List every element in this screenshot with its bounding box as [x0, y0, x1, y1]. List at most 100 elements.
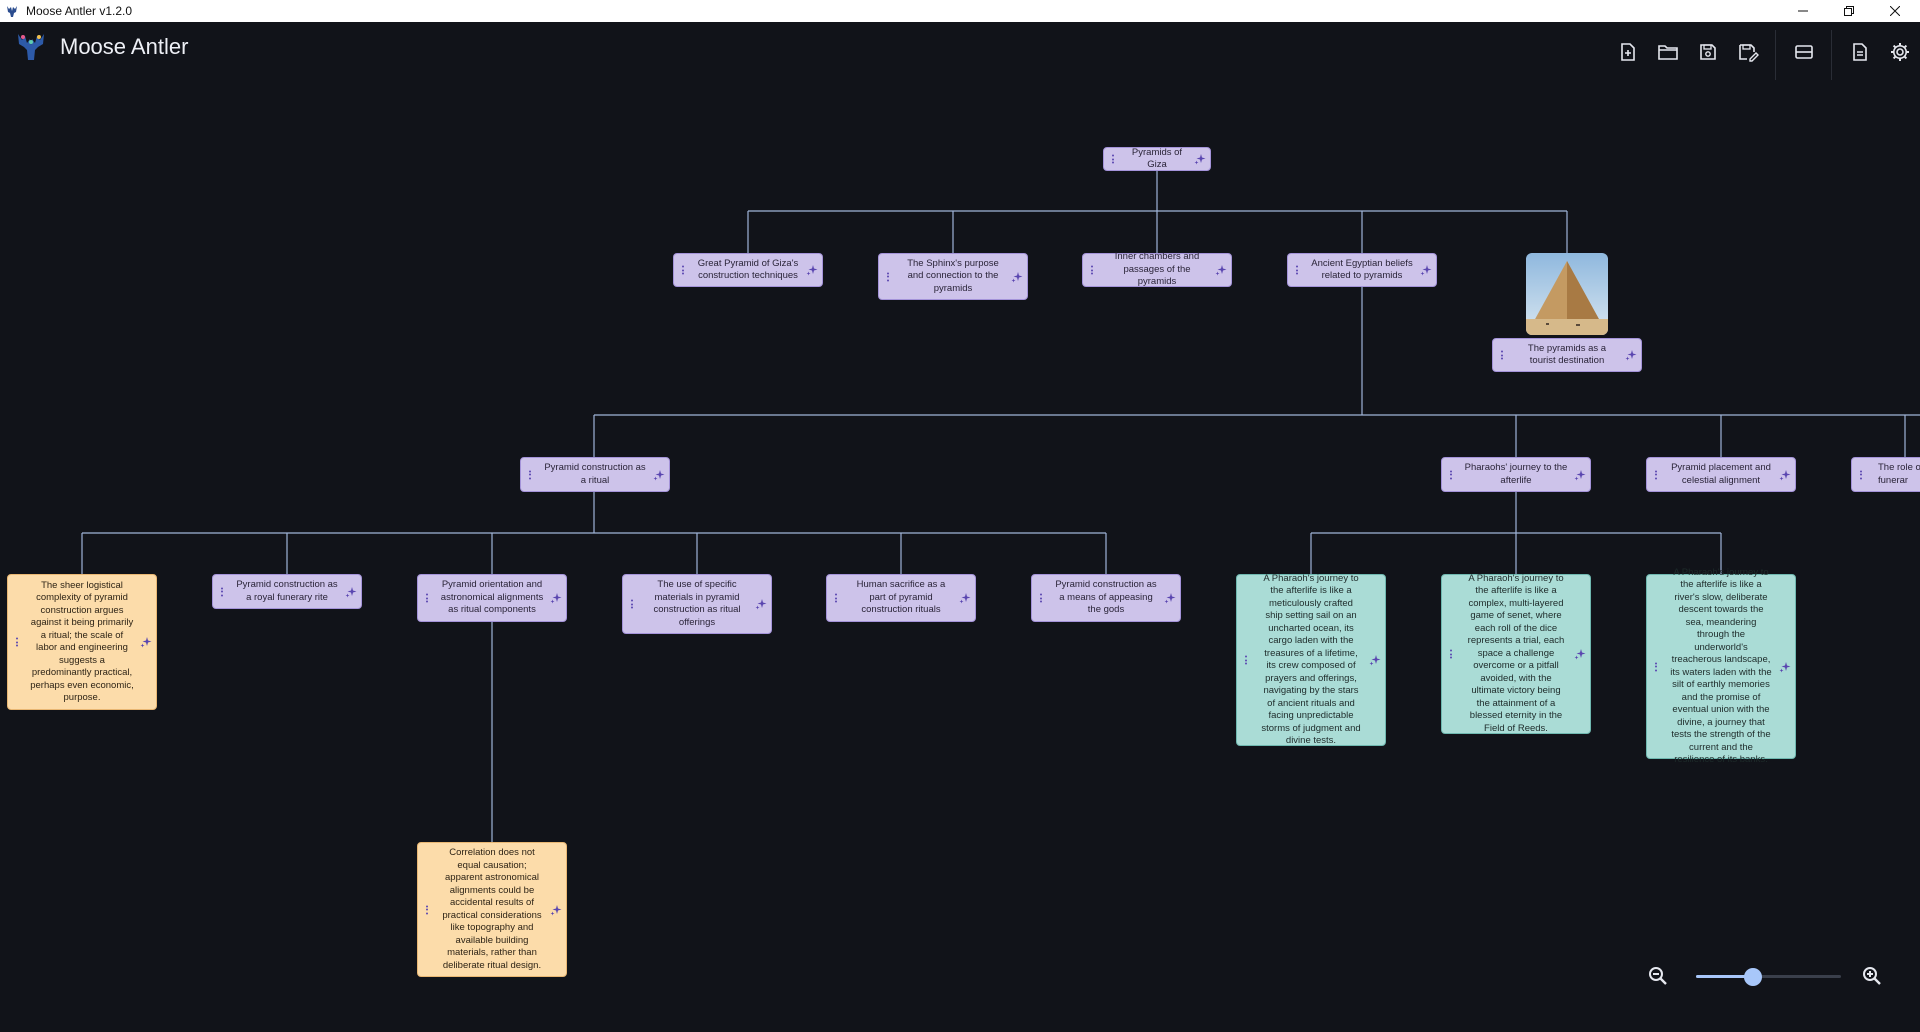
node-label: Human sacrifice as a part of pyramid con…: [856, 579, 946, 616]
drag-handle-icon[interactable]: [15, 637, 18, 647]
drag-handle-icon[interactable]: [1859, 470, 1862, 479]
ai-sparkle-icon[interactable]: [755, 598, 767, 610]
mindmap-node[interactable]: A Pharaoh's journey to the afterlife is …: [1236, 572, 1386, 747]
ai-sparkle-icon[interactable]: [1779, 661, 1791, 673]
mindmap-node[interactable]: Pyramid construction as a royal funerary…: [212, 574, 362, 609]
zoom-slider[interactable]: [1696, 968, 1841, 986]
ai-sparkle-icon[interactable]: [653, 469, 665, 481]
ai-sparkle-icon[interactable]: [550, 592, 562, 604]
ai-sparkle-icon[interactable]: [550, 904, 562, 916]
node-label: Correlation does not equal causation; ap…: [442, 847, 542, 971]
ai-sparkle-icon[interactable]: [1574, 648, 1586, 660]
folder-icon: [1658, 45, 1678, 60]
mindmap-node[interactable]: The role o funerar: [1851, 457, 1920, 492]
mindmap-node[interactable]: Inner chambers and passages of the pyram…: [1082, 251, 1232, 288]
ai-sparkle-icon[interactable]: [140, 636, 152, 648]
mindmap-node[interactable]: Pharaohs' journey to the afterlife: [1441, 457, 1591, 492]
drag-handle-icon[interactable]: [1654, 662, 1657, 671]
layout-toggle-button[interactable]: [1791, 39, 1817, 65]
zoom-slider-fill: [1696, 975, 1753, 978]
drag-handle-icon[interactable]: [1295, 265, 1298, 275]
drag-handle-icon[interactable]: [1039, 593, 1042, 603]
drag-handle-icon[interactable]: [1500, 350, 1503, 360]
node-label: Inner chambers and passages of the pyram…: [1114, 251, 1200, 288]
mindmap-node[interactable]: Pyramid orientation and astronomical ali…: [417, 574, 567, 622]
drag-handle-icon[interactable]: [681, 265, 684, 275]
drag-handle-icon[interactable]: [1111, 154, 1114, 164]
mindmap-node[interactable]: The use of specific materials in pyramid…: [622, 574, 772, 634]
drag-handle-icon[interactable]: [630, 599, 633, 609]
drag-handle-icon[interactable]: [220, 587, 223, 596]
ai-sparkle-icon[interactable]: [806, 264, 818, 276]
window-title-bar: Moose Antler v1.2.0: [0, 0, 1920, 22]
mindmap-node[interactable]: A Pharaoh's journey to the afterlife is …: [1441, 572, 1591, 734]
close-button[interactable]: [1872, 0, 1918, 22]
node-label: A Pharaoh's journey to the afterlife is …: [1670, 566, 1772, 766]
save-icon: [1700, 44, 1716, 60]
toolbar-divider: [1775, 30, 1776, 80]
node-label: Pharaohs' journey to the afterlife: [1464, 462, 1568, 486]
ai-sparkle-icon[interactable]: [1194, 153, 1206, 165]
mindmap-node[interactable]: Correlation does not equal causation; ap…: [417, 842, 567, 977]
mindmap-node[interactable]: Pyramid placement and celestial alignmen…: [1646, 457, 1796, 492]
node-label: Pyramid construction as a ritual: [544, 462, 646, 486]
mindmap-node[interactable]: A Pharaoh's journey to the afterlife is …: [1646, 567, 1796, 765]
mindmap-node[interactable]: Pyramid construction as a ritual: [520, 457, 670, 492]
drag-handle-icon[interactable]: [1654, 470, 1657, 479]
node-label: A Pharaoh's journey to the afterlife is …: [1467, 572, 1565, 734]
drag-handle-icon[interactable]: [425, 593, 428, 603]
save-button[interactable]: [1695, 39, 1721, 65]
drag-handle-icon[interactable]: [1090, 265, 1093, 275]
mindmap-canvas[interactable]: Pyramids of Giza Great Pyramid of Giza's…: [0, 82, 1920, 1032]
restore-icon: [1844, 6, 1854, 16]
ai-sparkle-icon[interactable]: [959, 592, 971, 604]
node-label: The use of specific materials in pyramid…: [653, 579, 741, 628]
mindmap-node[interactable]: Great Pyramid of Giza's construction tec…: [673, 253, 823, 287]
new-file-button[interactable]: [1615, 39, 1641, 65]
save-as-button[interactable]: [1735, 39, 1761, 65]
node-label: Pyramid construction as a royal funerary…: [236, 579, 338, 603]
ai-sparkle-icon[interactable]: [345, 586, 357, 598]
ai-sparkle-icon[interactable]: [1011, 271, 1023, 283]
document-button[interactable]: [1847, 39, 1873, 65]
mindmap-node[interactable]: Pyramid construction as a means of appea…: [1031, 574, 1181, 622]
ai-sparkle-icon[interactable]: [1779, 469, 1791, 481]
ai-sparkle-icon[interactable]: [1164, 592, 1176, 604]
ai-sparkle-icon[interactable]: [1420, 264, 1432, 276]
moose-antler-logo-icon: [18, 34, 44, 60]
document-icon: [1853, 43, 1867, 61]
node-label: A Pharaoh's journey to the afterlife is …: [1261, 572, 1361, 747]
node-label: Pyramid construction as a means of appea…: [1055, 579, 1157, 616]
app-name: Moose Antler: [60, 34, 189, 59]
mindmap-node[interactable]: Human sacrifice as a part of pyramid con…: [826, 574, 976, 622]
drag-handle-icon[interactable]: [1449, 470, 1452, 479]
mindmap-node[interactable]: The Sphinx's purpose and connection to t…: [878, 253, 1028, 300]
minimize-button[interactable]: [1780, 0, 1826, 22]
settings-button[interactable]: [1887, 39, 1913, 65]
zoom-in-icon[interactable]: [1860, 964, 1884, 988]
drag-handle-icon[interactable]: [1449, 649, 1452, 659]
mindmap-node[interactable]: The pyramids as a tourist destination: [1492, 338, 1642, 372]
ai-sparkle-icon[interactable]: [1574, 469, 1586, 481]
drag-handle-icon[interactable]: [886, 272, 889, 281]
ai-sparkle-icon[interactable]: [1215, 264, 1227, 276]
zoom-out-icon[interactable]: [1646, 964, 1670, 988]
mindmap-node[interactable]: The sheer logistical complexity of pyram…: [7, 574, 157, 710]
moose-antler-logo-icon: [7, 6, 17, 17]
drag-handle-icon[interactable]: [834, 593, 837, 603]
root-node[interactable]: Pyramids of Giza: [1103, 147, 1211, 171]
pyramid-photo[interactable]: [1526, 253, 1608, 335]
ai-sparkle-icon[interactable]: [1625, 349, 1637, 361]
zoom-slider-thumb[interactable]: [1743, 968, 1762, 986]
window-title: Moose Antler v1.2.0: [26, 4, 133, 18]
restore-button[interactable]: [1826, 0, 1872, 22]
drag-handle-icon[interactable]: [528, 470, 531, 479]
drag-handle-icon[interactable]: [1244, 655, 1247, 665]
node-label: Pyramid placement and celestial alignmen…: [1671, 462, 1771, 486]
drag-handle-icon[interactable]: [425, 905, 428, 914]
ai-sparkle-icon[interactable]: [1369, 654, 1381, 666]
open-folder-button[interactable]: [1655, 39, 1681, 65]
node-label: The role o funerar: [1878, 462, 1920, 486]
mindmap-node[interactable]: Ancient Egyptian beliefs related to pyra…: [1287, 253, 1437, 287]
app-header: Moose Antler: [0, 22, 1920, 82]
